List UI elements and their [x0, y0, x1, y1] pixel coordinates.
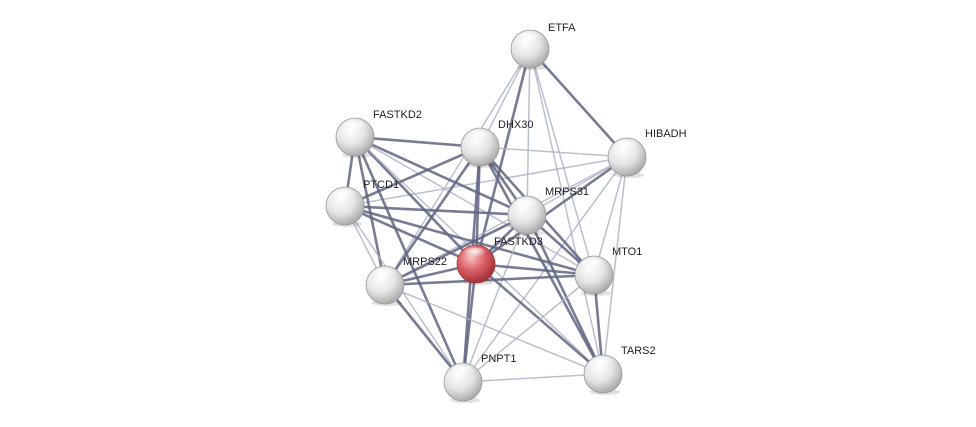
node-layer: ETFA HIBADH FASTKD2DHX30PTCD1MRPS31FASTKD3… [325, 22, 687, 403]
node-mrps31[interactable]: MRPS31 [507, 186, 589, 236]
node-highlight [332, 189, 356, 202]
edge-hibadh-dhx30 [479, 146, 628, 158]
edge-ptcd1-pnpt1 [344, 205, 464, 383]
node-pnpt1[interactable]: PNPT1 [443, 353, 516, 403]
node-mto1[interactable]: MTO1 [574, 246, 642, 296]
edge-fastkd2-dhx30 [353, 135, 482, 149]
edge-fastkd3-pnpt1 [461, 262, 478, 384]
edge-etfa-hibadh [528, 47, 629, 159]
node-dhx30[interactable]: DHX30 [460, 119, 533, 168]
node-fastkd2[interactable]: FASTKD2 [335, 109, 422, 158]
edge-fastkd2-fastkd3 [353, 135, 478, 266]
edge-mrps31-mrps22 [383, 213, 529, 287]
edge-fastkd2-mrps22 [353, 135, 387, 287]
node-etfa[interactable]: ETFA [510, 22, 576, 70]
edge-etfa-mrps22 [384, 48, 531, 286]
node-label: HIBADH [645, 128, 687, 140]
edge-etfa-tars2 [529, 48, 604, 375]
node-hibadh[interactable]: HIBADH [607, 128, 687, 178]
node-highlight [517, 32, 541, 45]
edge-mrps22-tars2 [384, 284, 604, 375]
node-highlight [581, 258, 605, 271]
edge-ptcd1-mrps31 [343, 204, 529, 217]
edge-mrps22-mto1 [383, 273, 596, 287]
node-label: PNPT1 [481, 353, 516, 365]
edge-layer [343, 47, 629, 384]
edge-dhx30-mrps22 [383, 145, 482, 287]
node-highlight [463, 247, 487, 260]
edge-hibadh-mto1 [593, 156, 628, 276]
node-mrps22[interactable]: MRPS22 [365, 256, 447, 306]
node-highlight [342, 120, 366, 133]
edge-ptcd1-mto1 [343, 204, 596, 277]
node-highlight [514, 198, 538, 211]
edge-mrps31-pnpt1 [462, 214, 528, 383]
edge-pnpt1-tars2 [462, 373, 604, 383]
node-label: MRPS22 [403, 256, 447, 268]
node-label: PTCD1 [363, 179, 399, 191]
node-label: MTO1 [612, 246, 642, 258]
edge-hibadh-mrps22 [384, 156, 628, 286]
node-fastkd3[interactable]: FASTKD3 [456, 236, 543, 285]
edge-fastkd3-mto1 [474, 262, 596, 277]
node-ptcd1[interactable]: PTCD1 [325, 179, 399, 227]
node-label: ETFA [548, 22, 576, 34]
edge-hibadh-ptcd1 [344, 156, 628, 207]
edge-mto1-pnpt1 [462, 274, 595, 383]
edge-hibadh-fastkd3 [474, 155, 629, 266]
node-highlight [590, 357, 614, 370]
node-highlight [614, 140, 638, 153]
edge-etfa-mto1 [529, 48, 595, 276]
edge-mrps22-pnpt1 [383, 283, 465, 384]
edge-ptcd1-fastkd3 [343, 204, 478, 266]
edge-fastkd2-mrps31 [353, 135, 529, 217]
node-label: FASTKD3 [494, 236, 543, 248]
node-highlight [372, 268, 396, 281]
node-label: DHX30 [498, 119, 533, 131]
node-label: MRPS31 [545, 186, 589, 198]
edge-dhx30-ptcd1 [343, 145, 482, 208]
node-highlight [467, 130, 491, 143]
edge-fastkd2-pnpt1 [353, 135, 465, 384]
edge-etfa-fastkd3 [474, 47, 532, 266]
node-label: TARS2 [621, 345, 656, 357]
edge-etfa-mrps31 [526, 48, 531, 216]
node-tars2[interactable]: TARS2 [583, 345, 656, 395]
node-label: FASTKD2 [373, 109, 422, 121]
node-highlight [450, 365, 474, 378]
edge-mrps31-tars2 [525, 213, 605, 376]
edge-hibadh-tars2 [602, 156, 628, 375]
